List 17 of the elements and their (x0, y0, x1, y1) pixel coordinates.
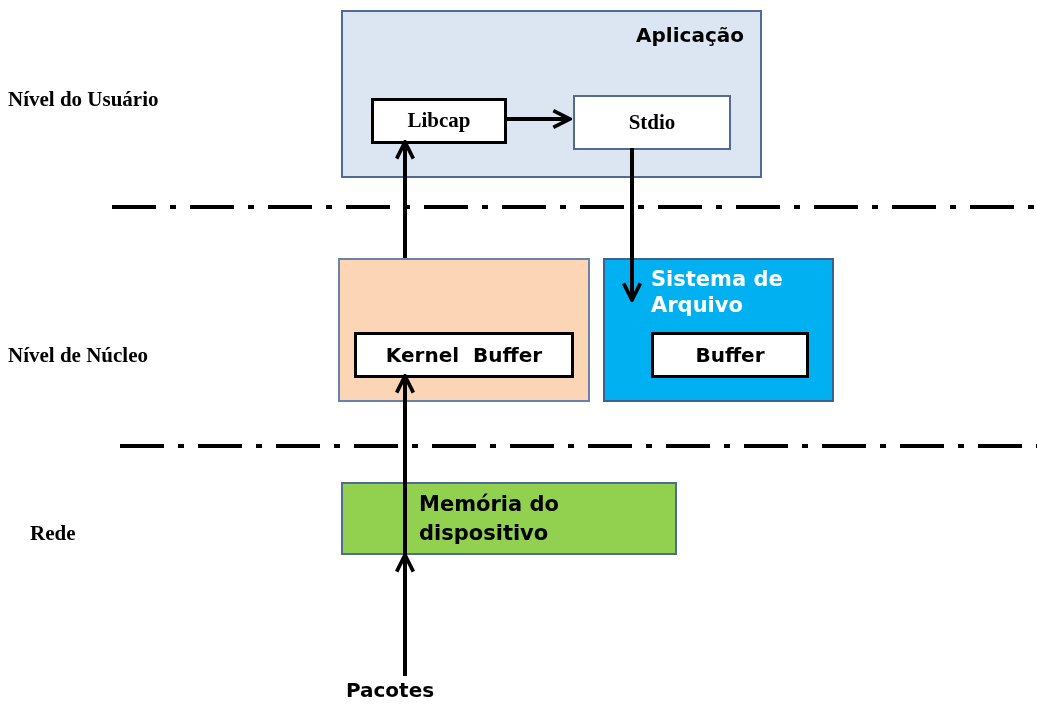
application-panel: Aplicação Libcap Stdio (341, 10, 762, 178)
level-label: Nível do Usuário (8, 86, 159, 113)
arrow (394, 553, 416, 676)
process-box: Stdio (573, 95, 731, 150)
arrow (621, 148, 643, 302)
level-label: Nível de Núcleo (8, 342, 148, 369)
arrow (394, 374, 416, 555)
process-box: Libcap (371, 98, 507, 144)
packets-label: Pacotes (330, 676, 450, 704)
memory-box: Memória do dispositivo (341, 482, 677, 555)
buffer-box: Kernel Buffer (354, 332, 574, 378)
buffer-box: Buffer (651, 332, 809, 378)
filesystem-panel: Sistema de Arquivo Buffer (603, 258, 834, 402)
arrow (394, 140, 416, 258)
panel-box (338, 258, 590, 402)
arrow (505, 108, 572, 130)
level-label: Rede (30, 520, 76, 547)
